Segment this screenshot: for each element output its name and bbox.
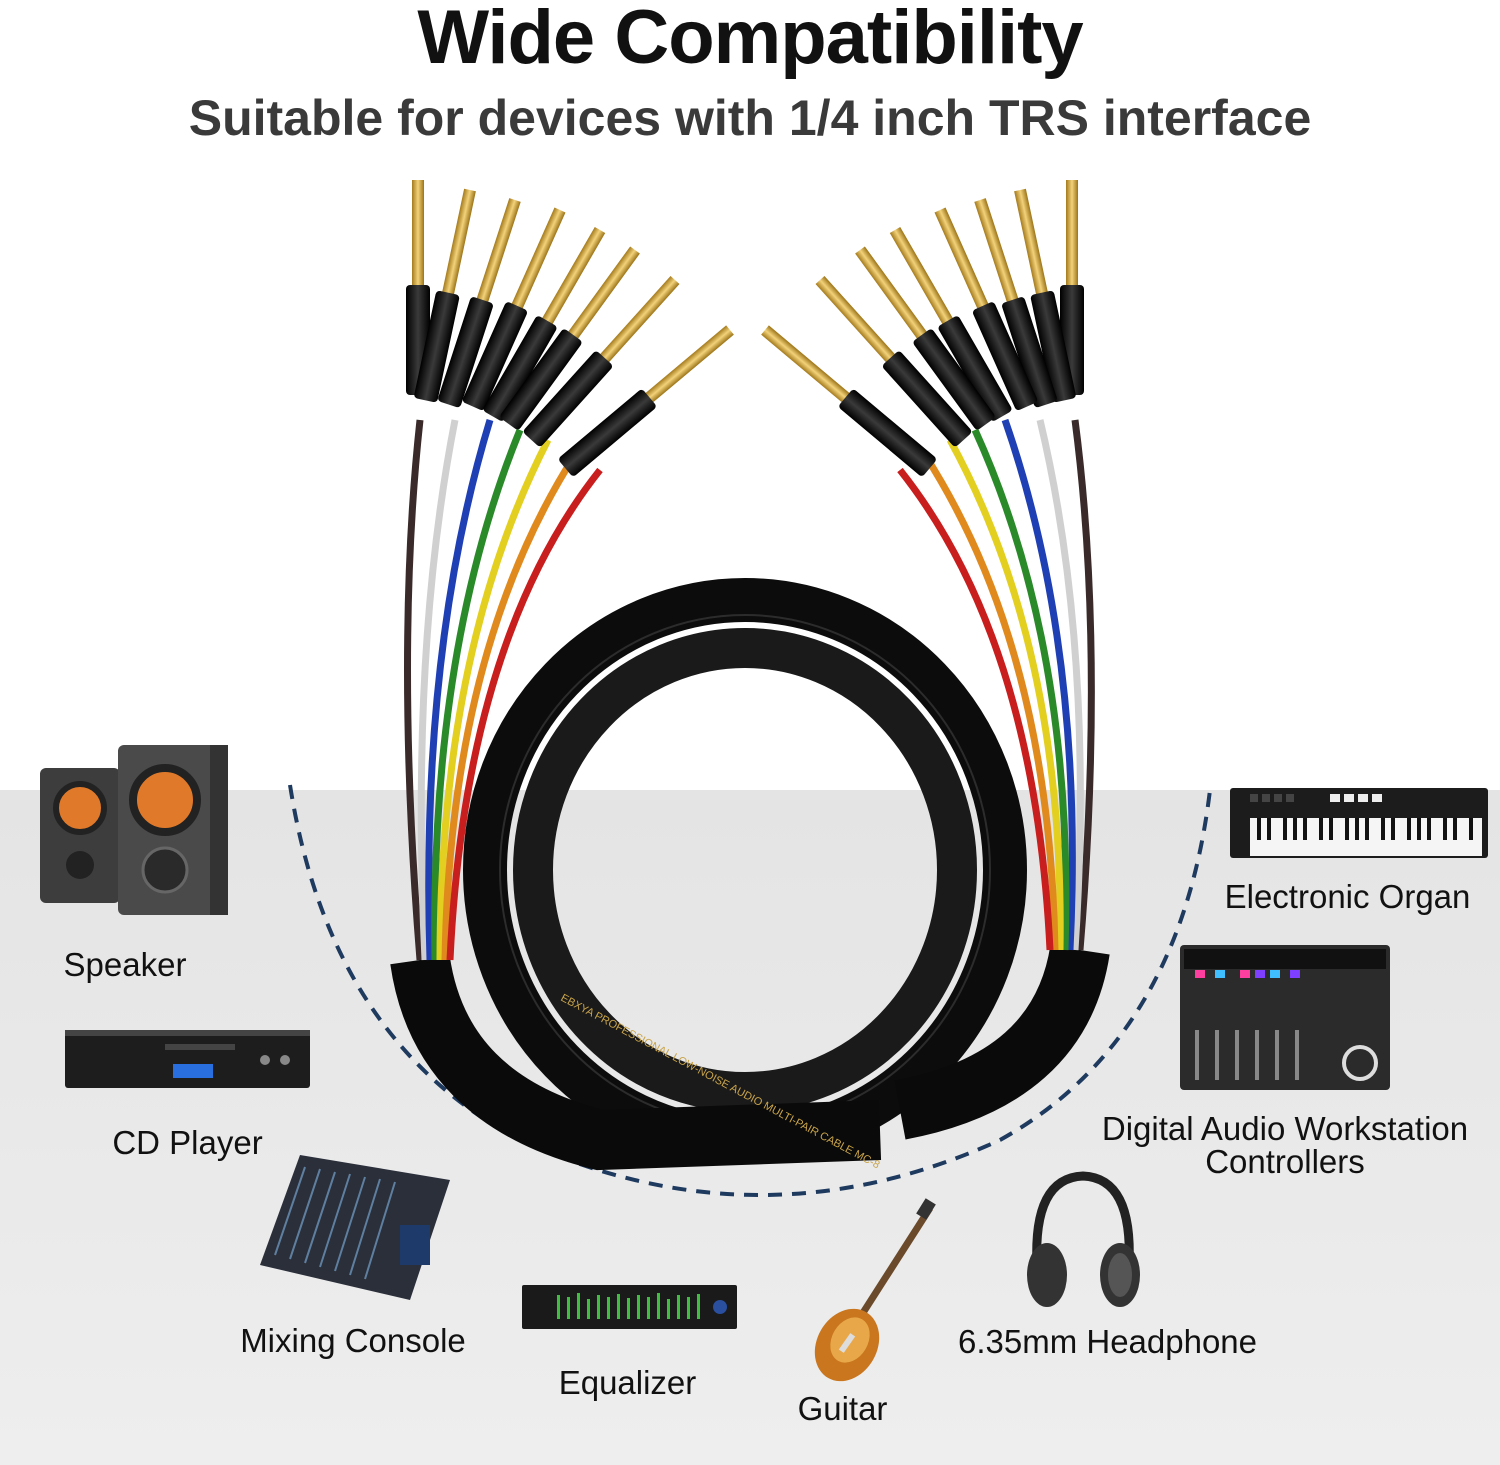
daw-label-line2: Controllers [1205,1143,1365,1180]
cd-player-icon [65,1030,310,1090]
speaker-label: Speaker [63,946,187,983]
mixing-console-label: Mixing Console [240,1322,466,1359]
electronic-organ-label: Electronic Organ [1224,878,1471,915]
guitar-label: Guitar [797,1390,888,1427]
page-title: Wide Compatibility [417,0,1083,80]
keyboard-icon [1230,788,1488,860]
headphone-label: 6.35mm Headphone [957,1323,1258,1360]
daw-label-line1: Digital Audio Workstation [1101,1110,1469,1147]
equalizer-label: Equalizer [558,1364,697,1401]
equalizer-icon [522,1285,737,1330]
page-subtitle: Suitable for devices with 1/4 inch TRS i… [188,90,1312,146]
daw-controller-icon [1180,945,1390,1090]
guitar-icon [812,1198,937,1385]
speaker-icon [40,740,230,920]
cd-player-label: CD Player [112,1124,263,1161]
mixing-console-icon [260,1155,450,1300]
headphone-icon [1025,1170,1140,1315]
